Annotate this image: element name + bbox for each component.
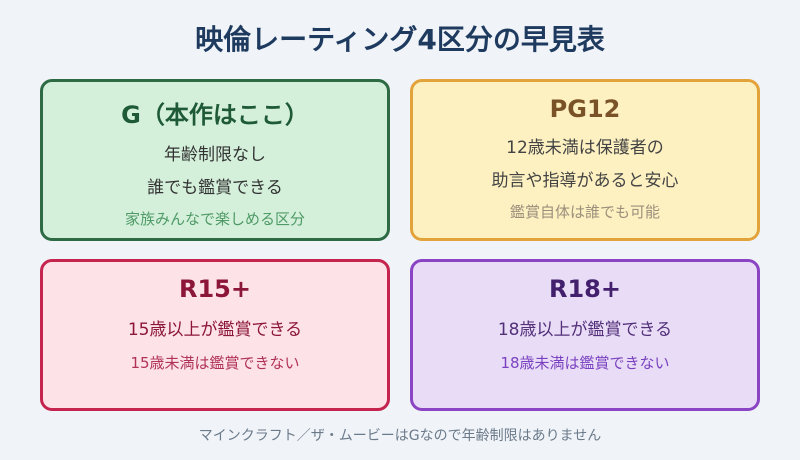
rating-note-pg12: 鑑賞自体は誰でも可能 — [509, 203, 660, 221]
rating-desc-g-2: 誰でも鑑賞できる — [147, 178, 283, 198]
rating-note-g: 家族みんなで楽しめる区分 — [124, 210, 305, 228]
rating-card-r15: R15+ 15歳以上が鑑賞できる 15歳未満は鑑賞できない — [40, 259, 390, 411]
footnote: マインクラフト／ザ・ムービーはGなので年齢制限はありません — [198, 428, 602, 444]
rating-note-r18: 18歳未満は鑑賞できない — [500, 354, 670, 372]
rating-heading-r15: R15+ — [179, 275, 251, 303]
rating-desc-r15: 15歳以上が鑑賞できる — [127, 320, 303, 340]
rating-heading-r18: R18+ — [549, 275, 621, 303]
rating-heading-pg12: PG12 — [549, 95, 621, 123]
rating-heading-g: G（本作はここ） — [121, 101, 309, 129]
rating-card-pg12: PG12 12歳未満は保護者の 助言や指導があると安心 鑑賞自体は誰でも可能 — [410, 79, 760, 241]
rating-card-g: G（本作はここ） 年齢制限なし 誰でも鑑賞できる 家族みんなで楽しめる区分 — [40, 79, 390, 241]
page-title: 映倫レーティング4区分の早見表 — [195, 23, 605, 56]
rating-note-r15: 15歳未満は鑑賞できない — [130, 354, 300, 372]
rating-desc-pg12-2: 助言や指導があると安心 — [491, 171, 679, 191]
rating-card-r18: R18+ 18歳以上が鑑賞できる 18歳未満は鑑賞できない — [410, 259, 760, 411]
rating-desc-pg12-1: 12歳未満は保護者の — [506, 138, 664, 158]
rating-desc-g-1: 年齢制限なし — [164, 145, 266, 165]
rating-desc-r18: 18歳以上が鑑賞できる — [497, 320, 673, 340]
